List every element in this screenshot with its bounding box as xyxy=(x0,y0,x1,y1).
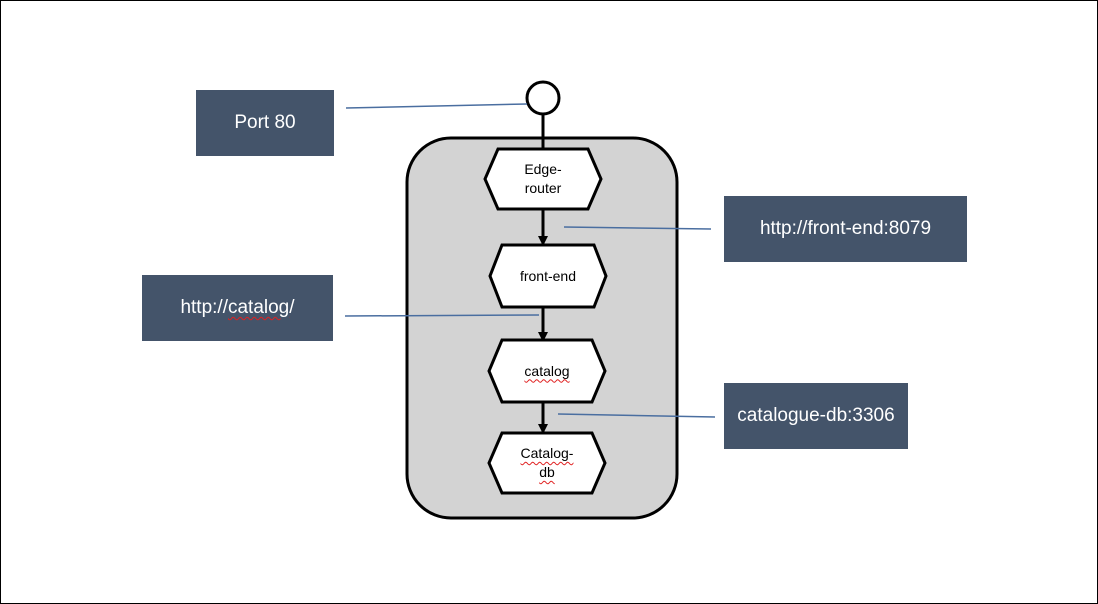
connector-frontend-url xyxy=(563,226,712,230)
node-catalog-db-line-2: db xyxy=(539,464,555,480)
node-edge-router xyxy=(483,147,603,211)
node-edge-router-text: Edge- router xyxy=(485,149,601,209)
node-catalog xyxy=(487,338,607,404)
connector-catalogue-db xyxy=(557,413,716,418)
port-label: Port 80 xyxy=(196,90,334,156)
node-front-end-text: front-end xyxy=(490,245,606,307)
connector-port xyxy=(345,103,528,109)
catalog-url-misspelled-word: catalog xyxy=(227,297,290,318)
catalogue-db-label: catalogue-db:3306 xyxy=(724,383,908,449)
node-catalog-db-text: Catalog- db xyxy=(489,433,605,493)
entry-port-circle xyxy=(525,80,561,116)
node-catalog-db xyxy=(487,431,607,495)
frontend-url-label: http://front-end:8079 xyxy=(724,196,967,262)
connector-catalog-url xyxy=(344,314,540,317)
catalog-url-text: http://catalog/ xyxy=(180,297,295,318)
catalog-url-label: http://catalog/ xyxy=(142,275,333,341)
node-catalog-text: catalog xyxy=(489,340,605,402)
node-front-end-line-1: front-end xyxy=(519,267,577,284)
node-catalog-db-line-1: Catalog- xyxy=(520,445,574,461)
node-edge-router-line-2: router xyxy=(524,180,562,196)
node-front-end xyxy=(488,243,608,309)
node-catalog-line-1: catalog xyxy=(524,362,570,379)
node-edge-router-line-1: Edge- xyxy=(524,161,562,177)
